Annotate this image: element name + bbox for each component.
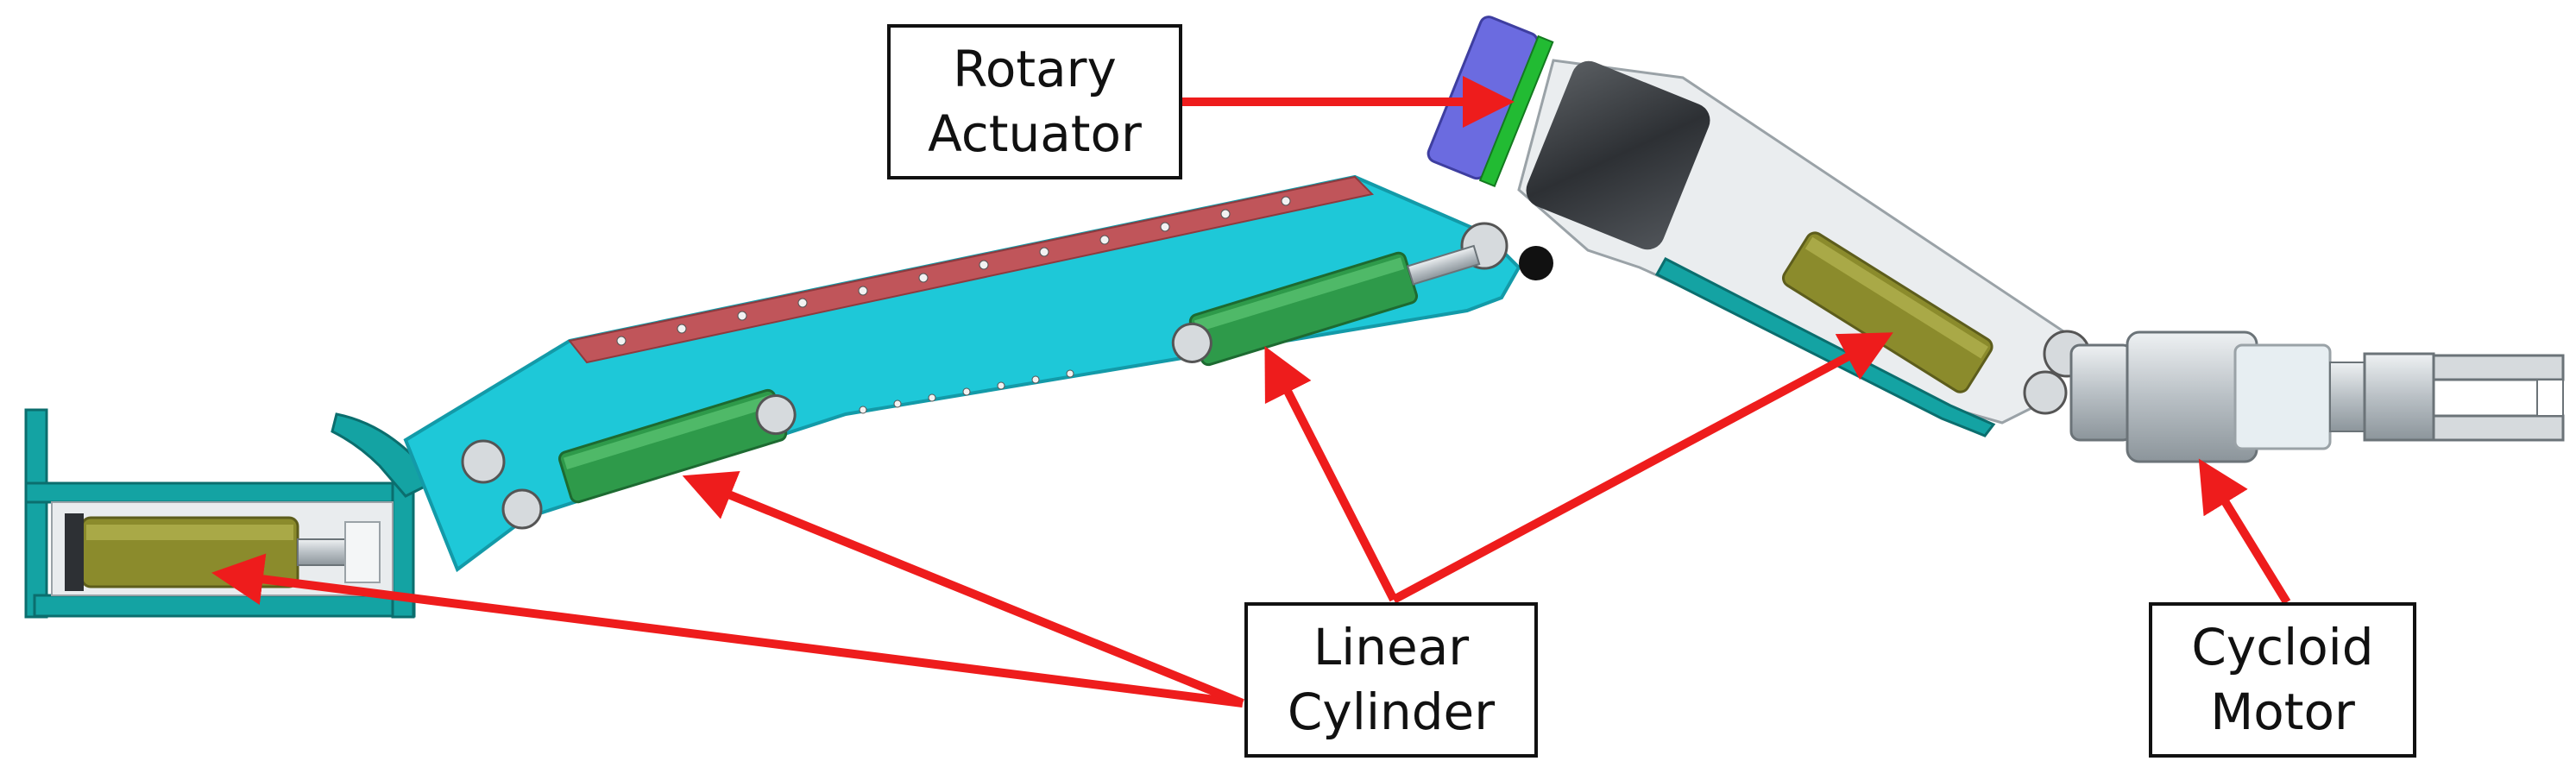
- cycloid-motor: [2126, 330, 2365, 463]
- label-cycloid-motor-line1: Cycloid: [2191, 617, 2374, 676]
- arrows: [211, 76, 2291, 708]
- label-linear-cylinder: Linear Cylinder: [1244, 602, 1538, 758]
- label-rotary-actuator-line1: Rotary: [953, 39, 1117, 98]
- boom-cylinder-lower: [557, 388, 797, 504]
- label-linear-cylinder-line2: Cylinder: [1287, 682, 1496, 741]
- label-rotary-actuator: Rotary Actuator: [887, 24, 1182, 179]
- arrow-cylinder-forearm: [1391, 332, 1893, 604]
- main-boom: [403, 174, 1553, 573]
- boom-cylinder-upper: [1171, 244, 1481, 367]
- forearm: [1517, 59, 2073, 437]
- label-linear-cylinder-line1: Linear: [1313, 617, 1470, 676]
- label-cycloid-motor-line2: Motor: [2210, 682, 2355, 741]
- arrow-cylinder-upper-boom: [1264, 346, 1398, 602]
- label-cycloid-motor: Cycloid Motor: [2149, 602, 2416, 758]
- arrow-cylinder-base: [211, 553, 1244, 708]
- arrow-cycloid-motor: [2198, 458, 2291, 605]
- wrist-assembly: [2023, 330, 2133, 442]
- arrow-cylinder-lower-boom: [682, 471, 1244, 708]
- gripper: [2363, 352, 2565, 442]
- label-rotary-actuator-line2: Actuator: [928, 104, 1142, 163]
